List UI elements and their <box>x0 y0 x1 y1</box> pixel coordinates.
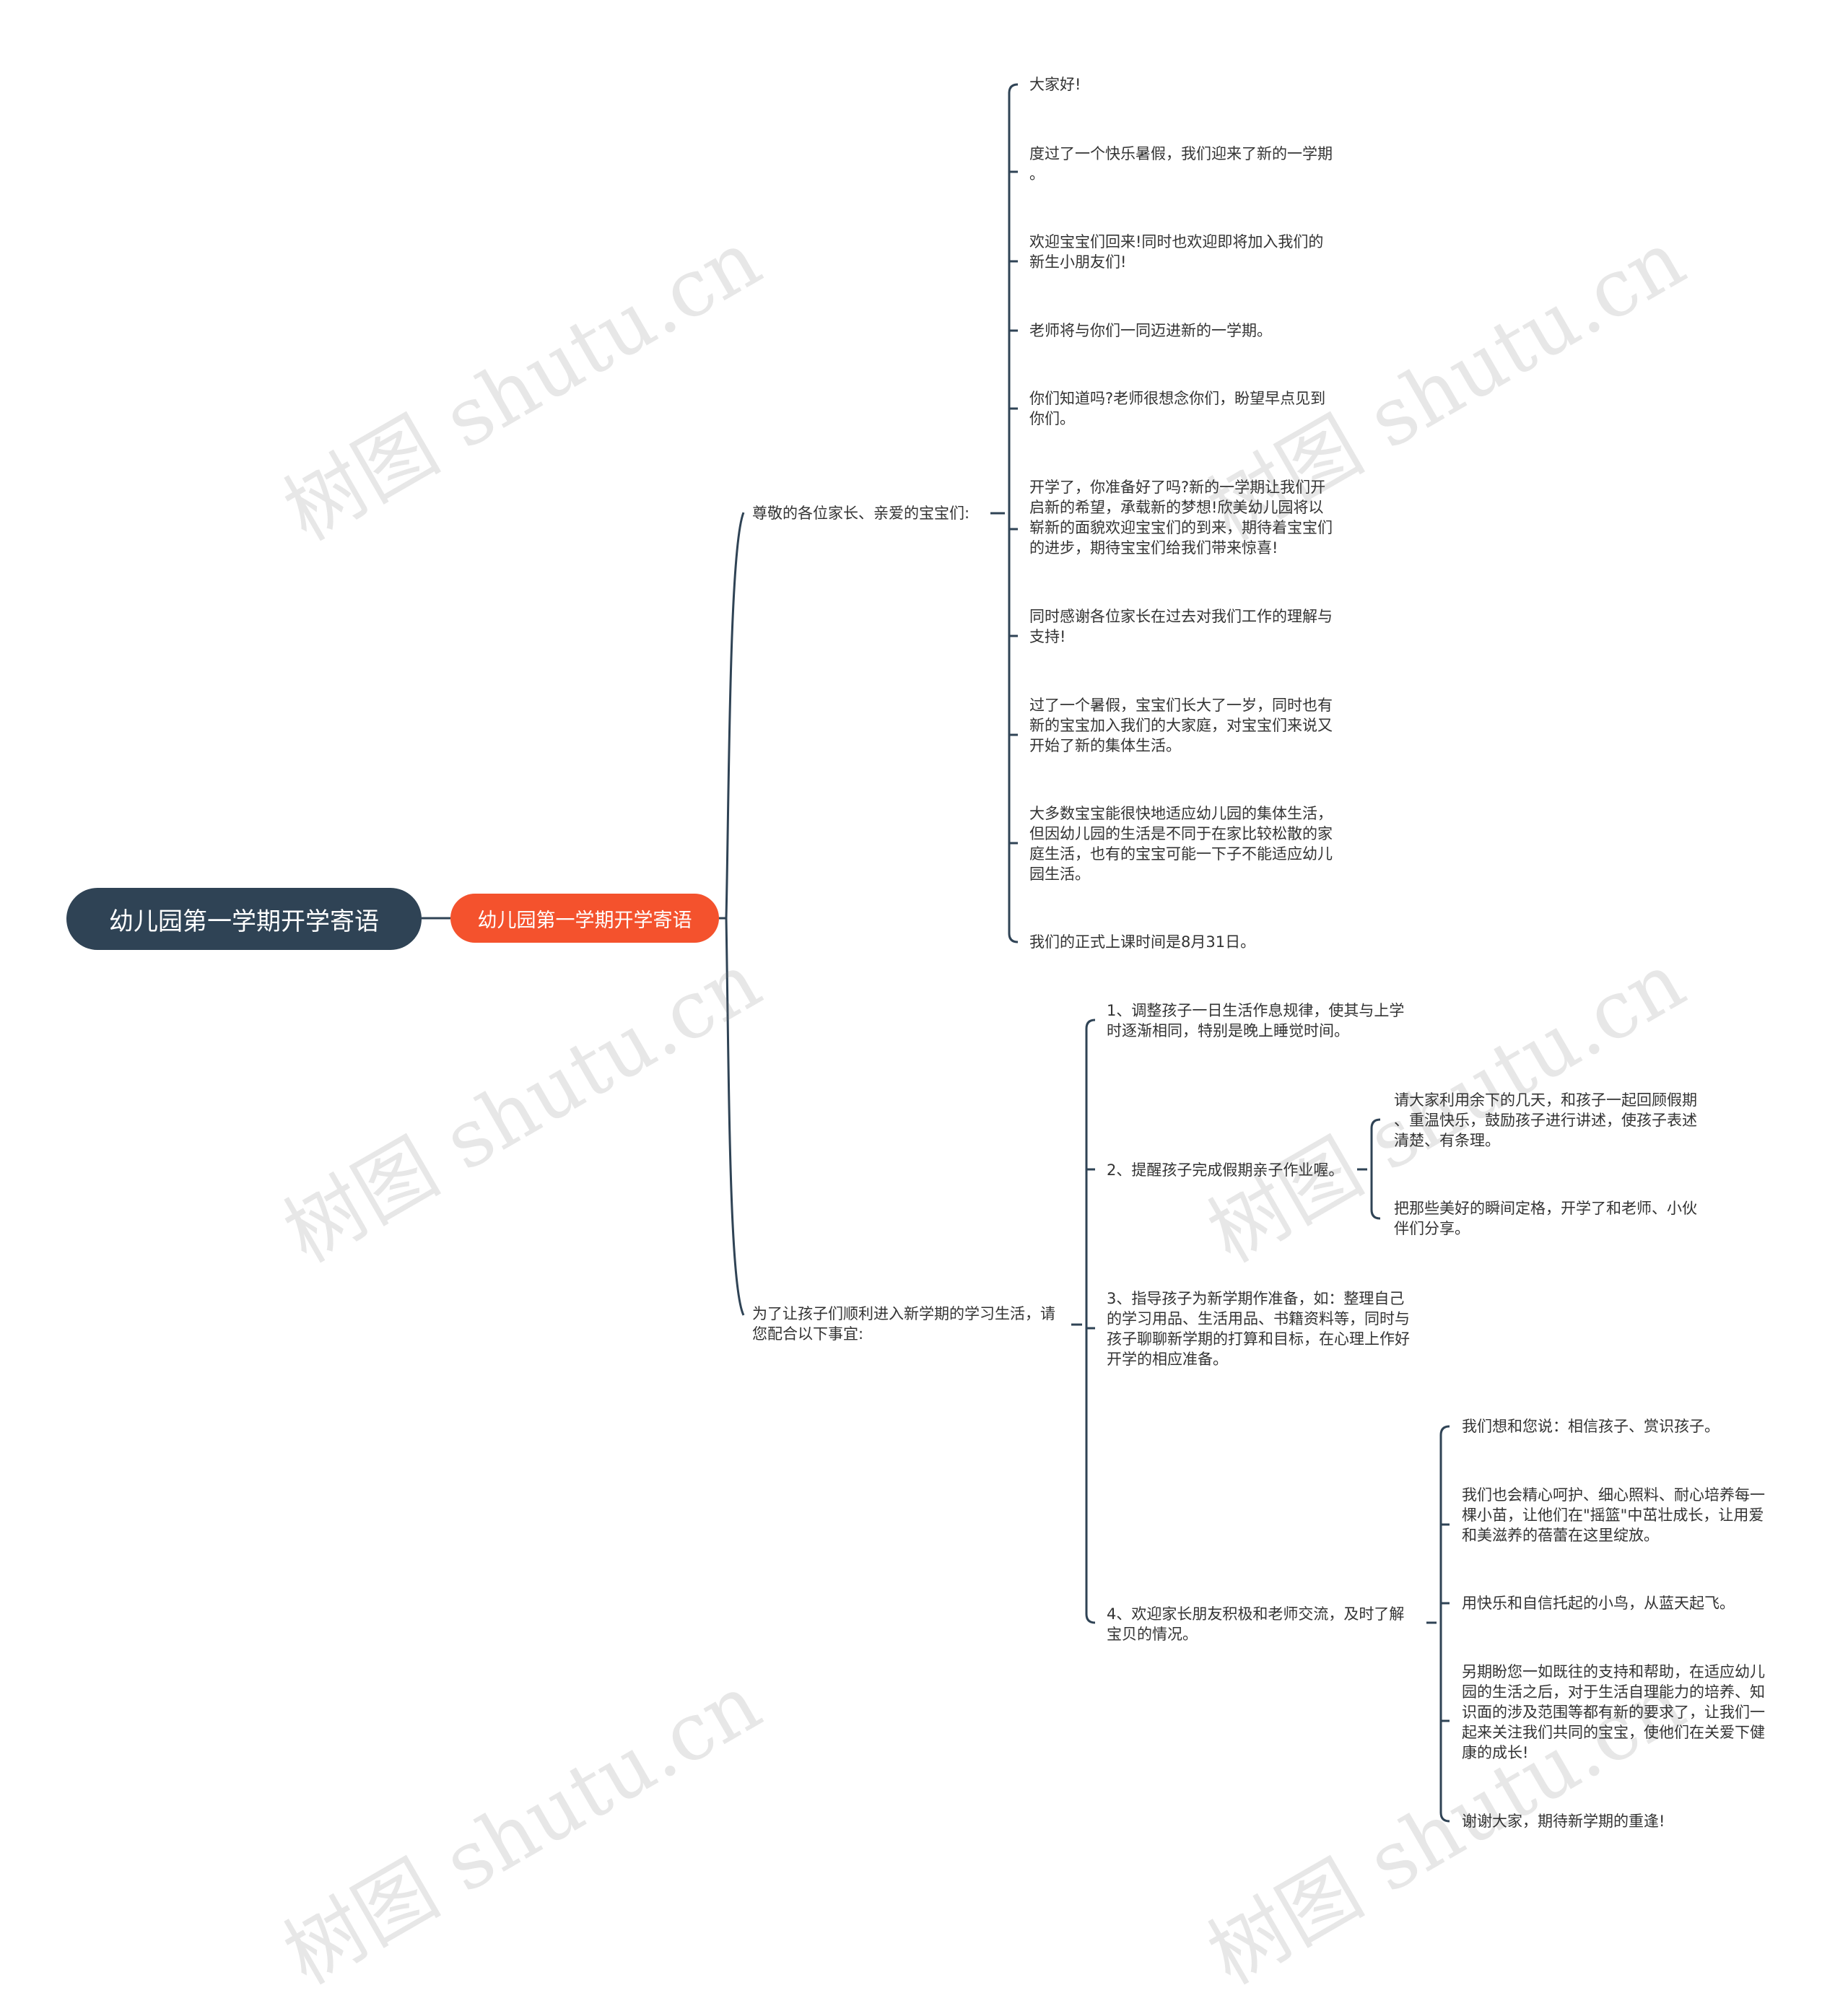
homework-bracket-curl-1 <box>1370 1209 1381 1220</box>
leaf-homework-1[interactable]: 把那些美好的瞬间定格，开学了和老师、小伙 伴们分享。 <box>1394 1200 1697 1237</box>
leaf-greeting-7[interactable]: 过了一个暑假，宝宝们长大了一岁，同时也有 新的宝宝加入我们的大家庭，对宝宝们来说… <box>1029 697 1333 754</box>
item-schedule[interactable]: 1、调整孩子一日生活作息规律，使其与上学 时逐渐相同，特别是晚上睡觉时间。 <box>1107 1002 1405 1039</box>
leaf-communication-0[interactable]: 我们想和您说：相信孩子、赏识孩子。 <box>1462 1418 1720 1435</box>
leaf-greeting-0[interactable]: 大家好! <box>1029 76 1081 93</box>
leaf-greeting-4[interactable]: 你们知道吗?老师很想念你们，盼望早点见到 你们。 <box>1029 390 1326 427</box>
branch-greeting-bracket-curl-9 <box>1008 933 1019 943</box>
center-to-branch-cooperation <box>725 917 745 1316</box>
communication-bracket-curl-4 <box>1439 1812 1450 1823</box>
item-communication[interactable]: 4、欢迎家长朋友积极和老师交流，及时了解 宝贝的情况。 <box>1107 1605 1405 1643</box>
leaf-communication-4[interactable]: 谢谢大家，期待新学期的重逢! <box>1462 1813 1665 1830</box>
root-node[interactable]: 幼儿园第一学期开学寄语 <box>66 888 422 950</box>
leaf-greeting-3[interactable]: 老师将与你们一同迈进新的一学期。 <box>1029 322 1272 339</box>
leaf-greeting-1[interactable]: 度过了一个快乐暑假，我们迎来了新的一学期 。 <box>1029 145 1333 183</box>
branch-cooperation-bracket-curl-0 <box>1085 1019 1096 1029</box>
branch-greeting-bracket-curl-0 <box>1008 83 1019 94</box>
branch-greeting-label[interactable]: 尊敬的各位家长、亲爱的宝宝们: <box>752 505 970 522</box>
leaf-communication-1[interactable]: 我们也会精心呵护、细心照料、耐心培养每一 棵小苗，让他们在"摇篮"中茁壮成长，让… <box>1462 1486 1765 1544</box>
center-to-branch-greeting <box>725 512 745 919</box>
leaf-greeting-9[interactable]: 我们的正式上课时间是8月31日。 <box>1029 933 1256 951</box>
leaf-greeting-8[interactable]: 大多数宝宝能很快地适应幼儿园的集体生活， 但因幼儿园的生活是不同于在家比较松散的… <box>1029 805 1333 883</box>
branch-cooperation-label[interactable]: 为了让孩子们顺利进入新学期的学习生活，请 您配合以下事宜: <box>752 1305 1055 1343</box>
leaf-homework-0[interactable]: 请大家利用余下的几天，和孩子一起回顾假期 、重温快乐，鼓励孩子进行讲述，使孩子表… <box>1394 1091 1697 1149</box>
branch-cooperation-bracket-curl-3 <box>1085 1613 1096 1624</box>
item-homework[interactable]: 2、提醒孩子完成假期亲子作业喔。 <box>1107 1161 1344 1179</box>
connector-lines <box>422 83 1450 1823</box>
communication-bracket-curl-0 <box>1439 1425 1450 1436</box>
homework-bracket-curl-0 <box>1370 1118 1381 1129</box>
leaf-communication-2[interactable]: 用快乐和自信托起的小鸟，从蓝天起飞。 <box>1462 1595 1735 1612</box>
leaf-greeting-2[interactable]: 欢迎宝宝们回来!同时也欢迎即将加入我们的 新生小朋友们! <box>1029 233 1324 271</box>
center-topic-node[interactable]: 幼儿园第一学期开学寄语 <box>450 894 719 943</box>
item-preparation[interactable]: 3、指导孩子为新学期作准备，如：整理自己 的学习用品、生活用品、书籍资料等，同时… <box>1107 1290 1410 1368</box>
leaf-communication-3[interactable]: 另期盼您一如既往的支持和帮助，在适应幼儿 园的生活之后，对于生活自理能力的培养、… <box>1462 1663 1765 1761</box>
leaf-greeting-6[interactable]: 同时感谢各位家长在过去对我们工作的理解与 支持! <box>1029 608 1333 645</box>
leaf-greeting-5[interactable]: 开学了，你准备好了吗?新的一学期让我们开 启新的希望，承载新的梦想!欣美幼儿园将… <box>1029 479 1333 557</box>
